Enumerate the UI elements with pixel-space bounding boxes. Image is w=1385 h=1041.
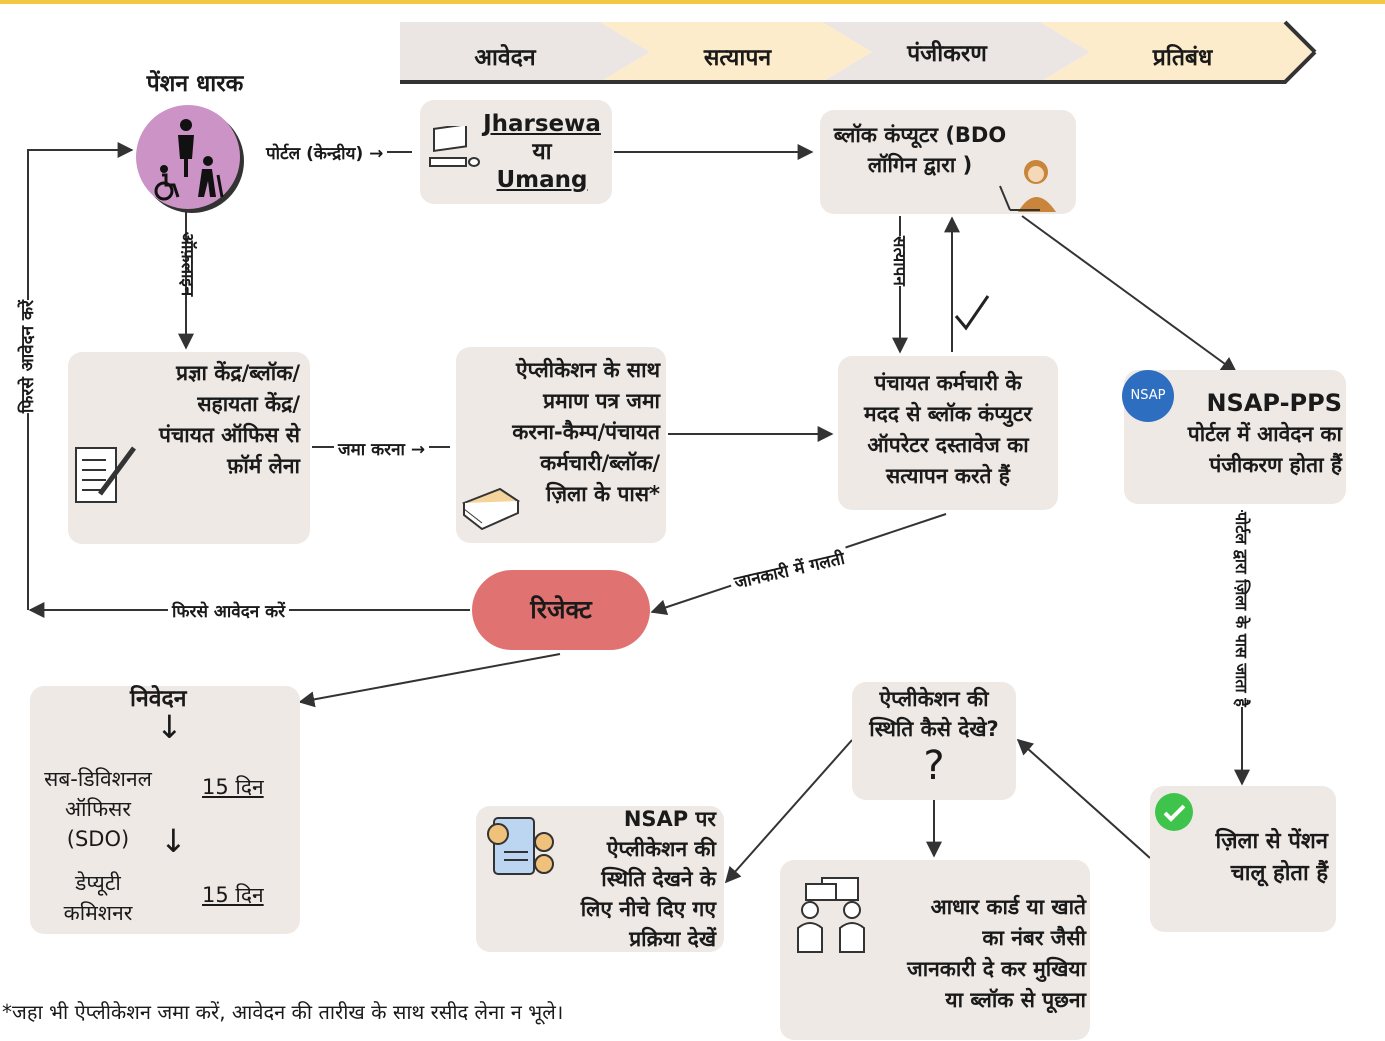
form-pencil-icon <box>75 446 137 503</box>
stage-banner-shadow-tip <box>1283 20 1317 54</box>
form-line2: सहायता केंद्र/ <box>197 392 300 416</box>
operator-icon <box>999 160 1056 212</box>
panchayat-line1: पंचायत कर्मचारी के <box>874 371 1022 395</box>
footnote: *जहा भी ऐप्लीकेशन जमा करें, आवेदन की तार… <box>2 1000 564 1024</box>
district-box: ज़िला से पेंशन चालू होता हैं <box>1150 786 1336 932</box>
label-submit: जमा करना → <box>334 437 430 460</box>
nsap-box: NSAP NSAP-PPS पोर्टल में आवेदन का पंजीकर… <box>1122 370 1346 504</box>
label-portal-central: पोर्टल (केन्द्रीय) → <box>262 141 388 164</box>
nsap-line2: पोर्टल में आवेदन का <box>1187 422 1342 446</box>
checkmark-icon <box>954 295 990 331</box>
nsap-status-line2: ऐप्लीकेशन की <box>606 837 716 861</box>
stage-chevron-restriction <box>1040 22 1315 82</box>
nsap-line3: पंजीकरण होता हैं <box>1209 453 1342 477</box>
appeal-sdo-line3: (SDO) <box>66 827 130 851</box>
appeal-days-2: 15 दिन <box>202 883 264 907</box>
aadhaar-line3: जानकारी दे कर मुखिया <box>907 957 1086 981</box>
nsap-status-line3: स्थिति देखने के <box>601 867 716 891</box>
pensioner-icon <box>154 119 224 201</box>
arrow-reapply-loop-left <box>27 142 134 610</box>
stage-chevron-application <box>400 22 650 82</box>
appeal-arrow-1: ↓ <box>156 708 183 746</box>
appeal-title: निवेदन <box>130 686 187 712</box>
check-circle-icon <box>1155 793 1193 831</box>
portal-jharsewa-link[interactable]: Jharsewa <box>483 111 601 137</box>
district-line2: चालू होता हैं <box>1230 861 1328 886</box>
form-line1: प्रज्ञा केंद्र/ब्लॉक/ <box>176 361 300 385</box>
portal-umang-link[interactable]: Umang <box>496 167 588 193</box>
panchayat-box: पंचायत कर्मचारी के मदद से ब्लॉक कंप्युटर… <box>838 356 1058 510</box>
appeal-box: निवेदन ↓ सब-डिविशनल ऑफिसर (SDO) 15 दिन ↓… <box>30 686 300 934</box>
nsap-badge-icon: NSAP <box>1122 370 1174 422</box>
appeal-days-1: 15 दिन <box>202 775 264 799</box>
aadhaar-line2: का नंबर जैसी <box>982 926 1086 950</box>
label-portal-to-district: पोर्टल द्वारा ज़िला के पास जाता है <box>1230 512 1252 707</box>
district-line1: ज़िला से पेंशन <box>1215 829 1329 854</box>
arrow-status-to-nsap-status <box>724 739 853 884</box>
computer-icon <box>429 126 480 167</box>
panchayat-line4: सत्यापन करते हैं <box>886 464 1010 488</box>
status-box: ऐप्लीकेशन की स्थिति कैसे देखे? ? <box>852 682 1016 800</box>
form-line3: पंचायत ऑफिस से <box>159 423 300 447</box>
nsap-title: NSAP-PPS <box>1206 389 1342 417</box>
top-accent-line <box>0 0 1385 4</box>
stage-banner-shadow <box>400 50 1317 84</box>
block-computer-line1: ब्लॉक कंप्यूटर (BDO <box>833 123 1007 147</box>
application-line1: ऐप्लीकेशन के साथ <box>515 358 660 382</box>
documents-stack-icon <box>461 487 521 531</box>
stage-label-verification: सत्यापन <box>703 45 772 71</box>
appeal-sdo-line1: सब-डिविशनल <box>44 767 152 791</box>
status-line1: ऐप्लीकेशन की <box>879 687 989 711</box>
appeal-dc-line2: कमिशनर <box>63 901 133 925</box>
label-offline: ऑफ़लाइन <box>177 232 197 297</box>
status-line2: स्थिति कैसे देखे? <box>869 717 999 741</box>
arrow-district-to-status <box>1016 738 1151 859</box>
panchayat-line3: ऑपरेटर दस्तावेज का <box>867 433 1029 457</box>
appeal-dc-line1: डेप्यूटी <box>75 871 121 895</box>
block-computer-box: ब्लॉक कंप्यूटर (BDO लॉगिन द्वारा ) <box>820 110 1076 214</box>
arrow-reject-to-appeal <box>298 653 561 708</box>
application-line3: करना-कैम्प/पंचायत <box>512 420 660 444</box>
label-reapply-left: फिरसे आवेदन करें <box>16 300 39 414</box>
form-line4: फ़ॉर्म लेना <box>227 454 300 478</box>
stage-banner <box>400 20 1317 84</box>
pensioner-title: पेंशन धारक <box>146 71 244 97</box>
arrow-block-to-nsap <box>1021 215 1238 373</box>
stage-label-registration: पंजीकरण <box>907 41 987 67</box>
reject-pill: रिजेक्ट <box>472 570 650 650</box>
nsap-status-box: NSAP पर ऐप्लीकेशन की स्थिति देखने के लिए… <box>476 806 724 952</box>
application-status-icon <box>487 817 554 875</box>
portal-box: Jharsewa या Umang <box>420 100 612 204</box>
application-box: ऐप्लीकेशन के साथ प्रमाण पत्र जमा करना-कै… <box>456 347 666 543</box>
application-line5: ज़िला के पास* <box>546 482 660 506</box>
block-computer-line2: लॉगिन द्वारा ) <box>867 153 973 177</box>
aadhaar-box: आधार कार्ड या खाते का नंबर जैसी जानकारी … <box>780 860 1090 1040</box>
application-line4: कर्मचारी/ब्लॉक/ <box>540 451 660 475</box>
nsap-status-line4: लिए नीचे दिए गए <box>580 897 716 921</box>
stage-label-application: आवेदन <box>474 45 536 71</box>
nsap-status-line1: NSAP पर <box>623 807 716 831</box>
appeal-arrow-2: ↓ <box>160 822 187 860</box>
label-verification: सत्यापन <box>888 236 911 286</box>
label-reapply-bottom: फिरसे आवेदन करें <box>168 599 290 622</box>
nsap-status-line5: प्रक्रिया देखें <box>629 927 716 951</box>
stage-chevron-verification <box>600 22 872 82</box>
aadhaar-line4: या ब्लॉक से पूछना <box>945 988 1086 1012</box>
application-line2: प्रमाण पत्र जमा <box>543 389 660 413</box>
pensioner-circle <box>136 105 240 209</box>
conversation-icon <box>797 877 865 953</box>
aadhaar-line1: आधार कार्ड या खाते <box>930 895 1086 919</box>
stage-label-restriction: प्रतिबंध <box>1152 45 1213 71</box>
stage-chevron-registration <box>822 22 1090 82</box>
panchayat-line2: मदद से ब्लॉक कंप्युटर <box>864 402 1032 426</box>
question-mark-icon: ? <box>923 743 945 789</box>
appeal-sdo-line2: ऑफिसर <box>65 797 131 821</box>
form-box: प्रज्ञा केंद्र/ब्लॉक/ सहायता केंद्र/ पंच… <box>68 352 310 544</box>
portal-or-text: या <box>532 139 552 165</box>
